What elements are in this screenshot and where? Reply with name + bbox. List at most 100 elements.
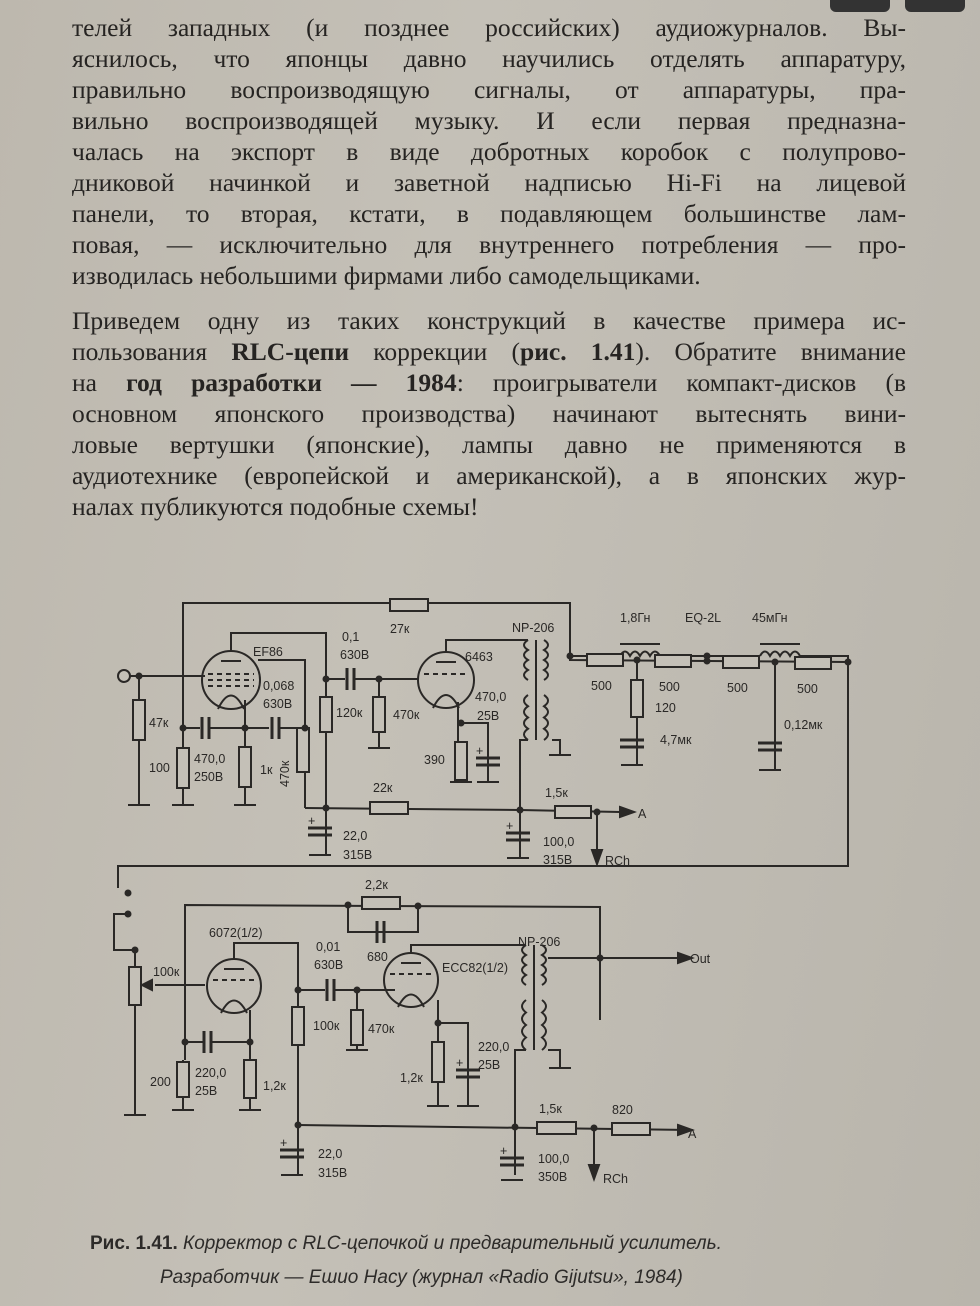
label: 120 [655,701,676,715]
bold-term: год разработки — 1984 [126,368,457,397]
junction-dot [322,675,330,683]
junction-dot [593,808,601,816]
text-line: дниковой начинкой и заветной надписью Hi… [72,168,906,197]
resistor [536,1121,577,1135]
label: 1,2к [263,1079,286,1093]
figure-credit: Разработчик — Ешио Насу (журнал «Radio G… [160,1267,683,1288]
text-line: панели, то вторая, кстати, в подавляющем… [72,199,906,228]
text-line: яснилось, что японцы давно научились отд… [72,44,906,73]
label: 0,01 [316,940,340,954]
label: 1,5к [545,786,568,800]
resistor [794,656,832,670]
resistor [611,1122,651,1136]
junction-dot [703,652,711,660]
label: EQ-2L [685,611,721,625]
arrow-icon [590,849,604,867]
text-line: аудиотехнике (европейской и американской… [72,461,906,490]
junction-dot [322,804,330,812]
label: 120к [336,706,363,720]
wire [514,1049,526,1175]
label: 500 [591,679,612,693]
text-line: налах публикуются подобные схемы! [72,492,479,521]
text: ). Обратите внимание [635,337,906,366]
paragraph-2: Приведем одну из таких конструкций в кач… [72,305,906,522]
figure-title: Корректор с RLC-цепочкой и предварительн… [177,1233,722,1254]
junction-dot [294,1121,302,1129]
label: 100к [313,1019,340,1033]
label: 630В [263,697,292,711]
label: 100,0 [538,1152,569,1166]
junction-dot [844,658,852,666]
label: 22к [373,781,393,795]
junction-dot [516,806,524,814]
figure-caption-line-2: Разработчик — Ешио Насу (журнал «Radio G… [160,1262,980,1294]
resistor [554,805,592,819]
tube-cathode [220,999,248,1014]
label: 315В [343,848,372,862]
label: 4,7мк [660,733,692,747]
label: 47к [149,716,169,730]
vacuum-tube [206,958,262,1014]
label: 100к [153,965,180,979]
label: 220,0 [195,1066,226,1080]
resistor [654,654,692,668]
transformer-winding [542,639,549,681]
polarity-plus: + [280,1136,287,1150]
label: 27к [390,622,410,636]
text-line: изводилась небольшими фирмами либо самод… [72,261,701,290]
text-line: ловые вертушки (японские), лампы давно н… [72,430,906,459]
text-line: повая, — исключительно для внутреннего п… [72,230,906,259]
vacuum-tube [383,952,439,1008]
label: 6072(1/2) [209,926,263,940]
wire [410,944,526,954]
text-line: основном японского производства) начинаю… [72,399,906,428]
label: 22,0 [343,829,367,843]
bottom-stage-labels: 2,2к 680 6072(1/2) 0,01 630В ECC82(1/2) … [150,878,711,1186]
figure-caption: Рис. 1.41. Корректор с RLC-цепочкой и пр… [90,1228,940,1260]
resistor [361,896,401,910]
resistor [389,598,429,612]
junction-dot [181,1038,189,1046]
transformer-winding [523,694,530,741]
arrow-icon [619,805,637,819]
label: RCh [605,854,630,868]
resistor [176,747,190,789]
junction-dot [124,889,132,897]
resistor [350,1009,364,1046]
text: : проигрыватели компакт-дисков (в [456,368,906,397]
junction-dot [124,910,132,918]
label: 45мГн [752,611,788,625]
label: 470,0 [194,752,225,766]
resistor [176,1061,190,1098]
components: ++++++ [117,598,852,1182]
label: EF86 [253,645,283,659]
label: 500 [797,682,818,696]
text-line: пользования RLC-цепи коррекции (рис. 1.4… [72,336,906,367]
junction-dot [633,656,641,664]
vacuum-tube [201,650,261,710]
resistor [243,1059,257,1099]
label: 630В [314,958,343,972]
wire [519,739,528,858]
text: пользования [72,337,232,366]
label: 220,0 [478,1040,509,1054]
label: 390 [424,753,445,767]
junction-dot [566,652,574,660]
transformer-winding [521,944,528,986]
resistor [630,679,644,718]
label: 1,5к [539,1102,562,1116]
text: на [72,368,127,397]
label: 820 [612,1103,633,1117]
transformer-winding [540,944,547,986]
tube-cathode [397,993,425,1008]
junction-dot [294,986,302,994]
transformer-winding [540,999,547,1051]
label: 630В [340,648,369,662]
junction-dot [135,672,143,680]
vacuum-tube [417,651,475,709]
wire [182,602,571,805]
text: коррекции ( [349,337,521,366]
label: 0,1 [342,630,359,644]
resistor [454,741,468,781]
text-line: чалась на экспорт в виде добротных короб… [72,137,906,166]
